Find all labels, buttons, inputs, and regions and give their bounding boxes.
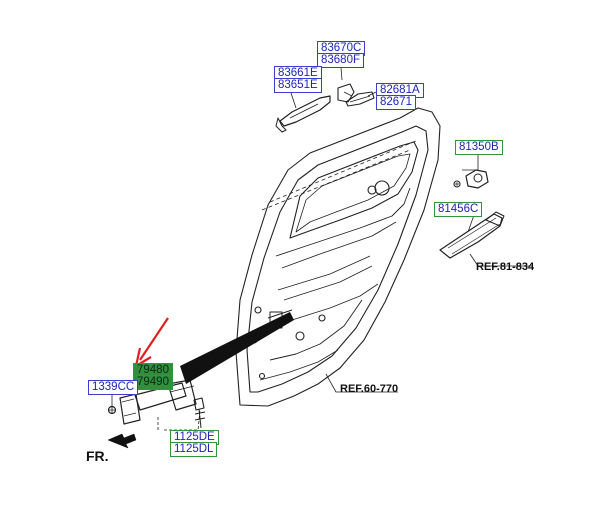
window-frame — [289, 141, 419, 239]
part-label-83670c[interactable]: 83670C — [317, 41, 366, 56]
part-label-1125de[interactable]: 1125DE — [170, 430, 219, 445]
part-label-82681a[interactable]: 82681A — [376, 83, 424, 98]
part-label-1125dl[interactable]: 1125DL — [170, 442, 218, 457]
leader-81350b — [462, 154, 479, 171]
leader-82681a — [367, 91, 377, 97]
reference-label-60-770[interactable]: REF.60-770 — [340, 383, 399, 395]
part-label-1339cc[interactable]: 1339CC — [88, 380, 139, 395]
leader-1125de — [164, 409, 201, 431]
part-label-81456c[interactable]: 81456C — [434, 202, 483, 217]
handle-trim — [345, 91, 375, 107]
handle-cover — [337, 83, 355, 103]
leader-81456c — [467, 214, 475, 233]
part-label-79490[interactable]: 79490 — [133, 375, 173, 390]
outside-handle — [279, 95, 331, 127]
leader-ref81 — [469, 253, 532, 267]
front-direction-arrow — [107, 433, 137, 449]
leader-ref60 — [325, 373, 398, 393]
connector-wedge — [180, 312, 294, 384]
leader-83661e — [289, 89, 297, 109]
part-label-83651e[interactable]: 83651E — [274, 78, 322, 93]
part-label-81350b[interactable]: 81350B — [455, 140, 503, 155]
part-label-83680f[interactable]: 83680F — [317, 53, 365, 68]
part-label-79480[interactable]: 79480 — [133, 363, 173, 378]
part-label-83661e[interactable]: 83661E — [274, 66, 322, 81]
door-panel — [235, 107, 441, 407]
red-arrow — [134, 317, 169, 367]
part-label-82671[interactable]: 82671 — [376, 95, 416, 110]
reference-label-81-834[interactable]: REF.81-834 — [476, 261, 535, 273]
door-latch — [439, 213, 503, 259]
door-inner-frame — [246, 125, 429, 393]
front-direction-label: FR. — [86, 448, 109, 464]
